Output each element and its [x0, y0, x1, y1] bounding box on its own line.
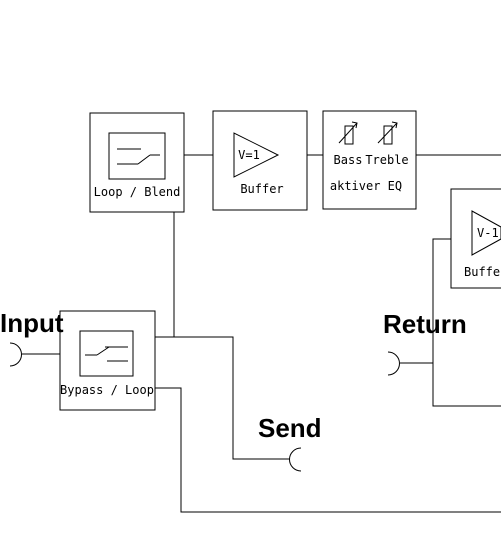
- buffer-right-label: Buffer: [464, 265, 501, 279]
- eq-bass-label: Bass: [334, 153, 363, 167]
- wire-return-bus: [432, 238, 501, 407]
- bypass-loop-label: Bypass / Loop: [60, 383, 154, 397]
- send-label: Send: [258, 413, 322, 443]
- wires: [22, 154, 501, 513]
- amplifier-icon: [233, 132, 280, 178]
- treble-pot-icon: [383, 125, 393, 145]
- eq-block: Bass Treble aktiver EQ: [322, 110, 417, 210]
- switch-icon: [108, 132, 166, 180]
- bass-pot-icon: [344, 125, 354, 145]
- buffer-right-block: V-1 Buffer: [450, 188, 501, 289]
- loop-blend-block: Loop / Blend: [89, 112, 185, 213]
- return-label: Return: [383, 309, 467, 339]
- wire-bottom-return: [155, 387, 501, 513]
- input-jack-icon: [9, 342, 22, 367]
- send-jack-icon: [289, 447, 302, 472]
- bypass-loop-block: Bypass / Loop: [59, 310, 156, 411]
- buffer-block: V=1 Buffer: [212, 110, 308, 211]
- buffer-label: Buffer: [240, 182, 283, 196]
- amplifier-icon: [471, 210, 501, 256]
- switch-icon: [79, 330, 134, 377]
- eq-treble-label: Treble: [365, 153, 408, 167]
- input-label: Input: [0, 308, 64, 338]
- return-jack-icon: [387, 351, 400, 376]
- wire-to-send: [155, 336, 290, 460]
- buffer-right-gain-label: V-1: [477, 226, 499, 240]
- loop-blend-label: Loop / Blend: [94, 185, 181, 199]
- eq-title-label: aktiver EQ: [330, 179, 402, 193]
- buffer-gain-label: V=1: [238, 148, 260, 162]
